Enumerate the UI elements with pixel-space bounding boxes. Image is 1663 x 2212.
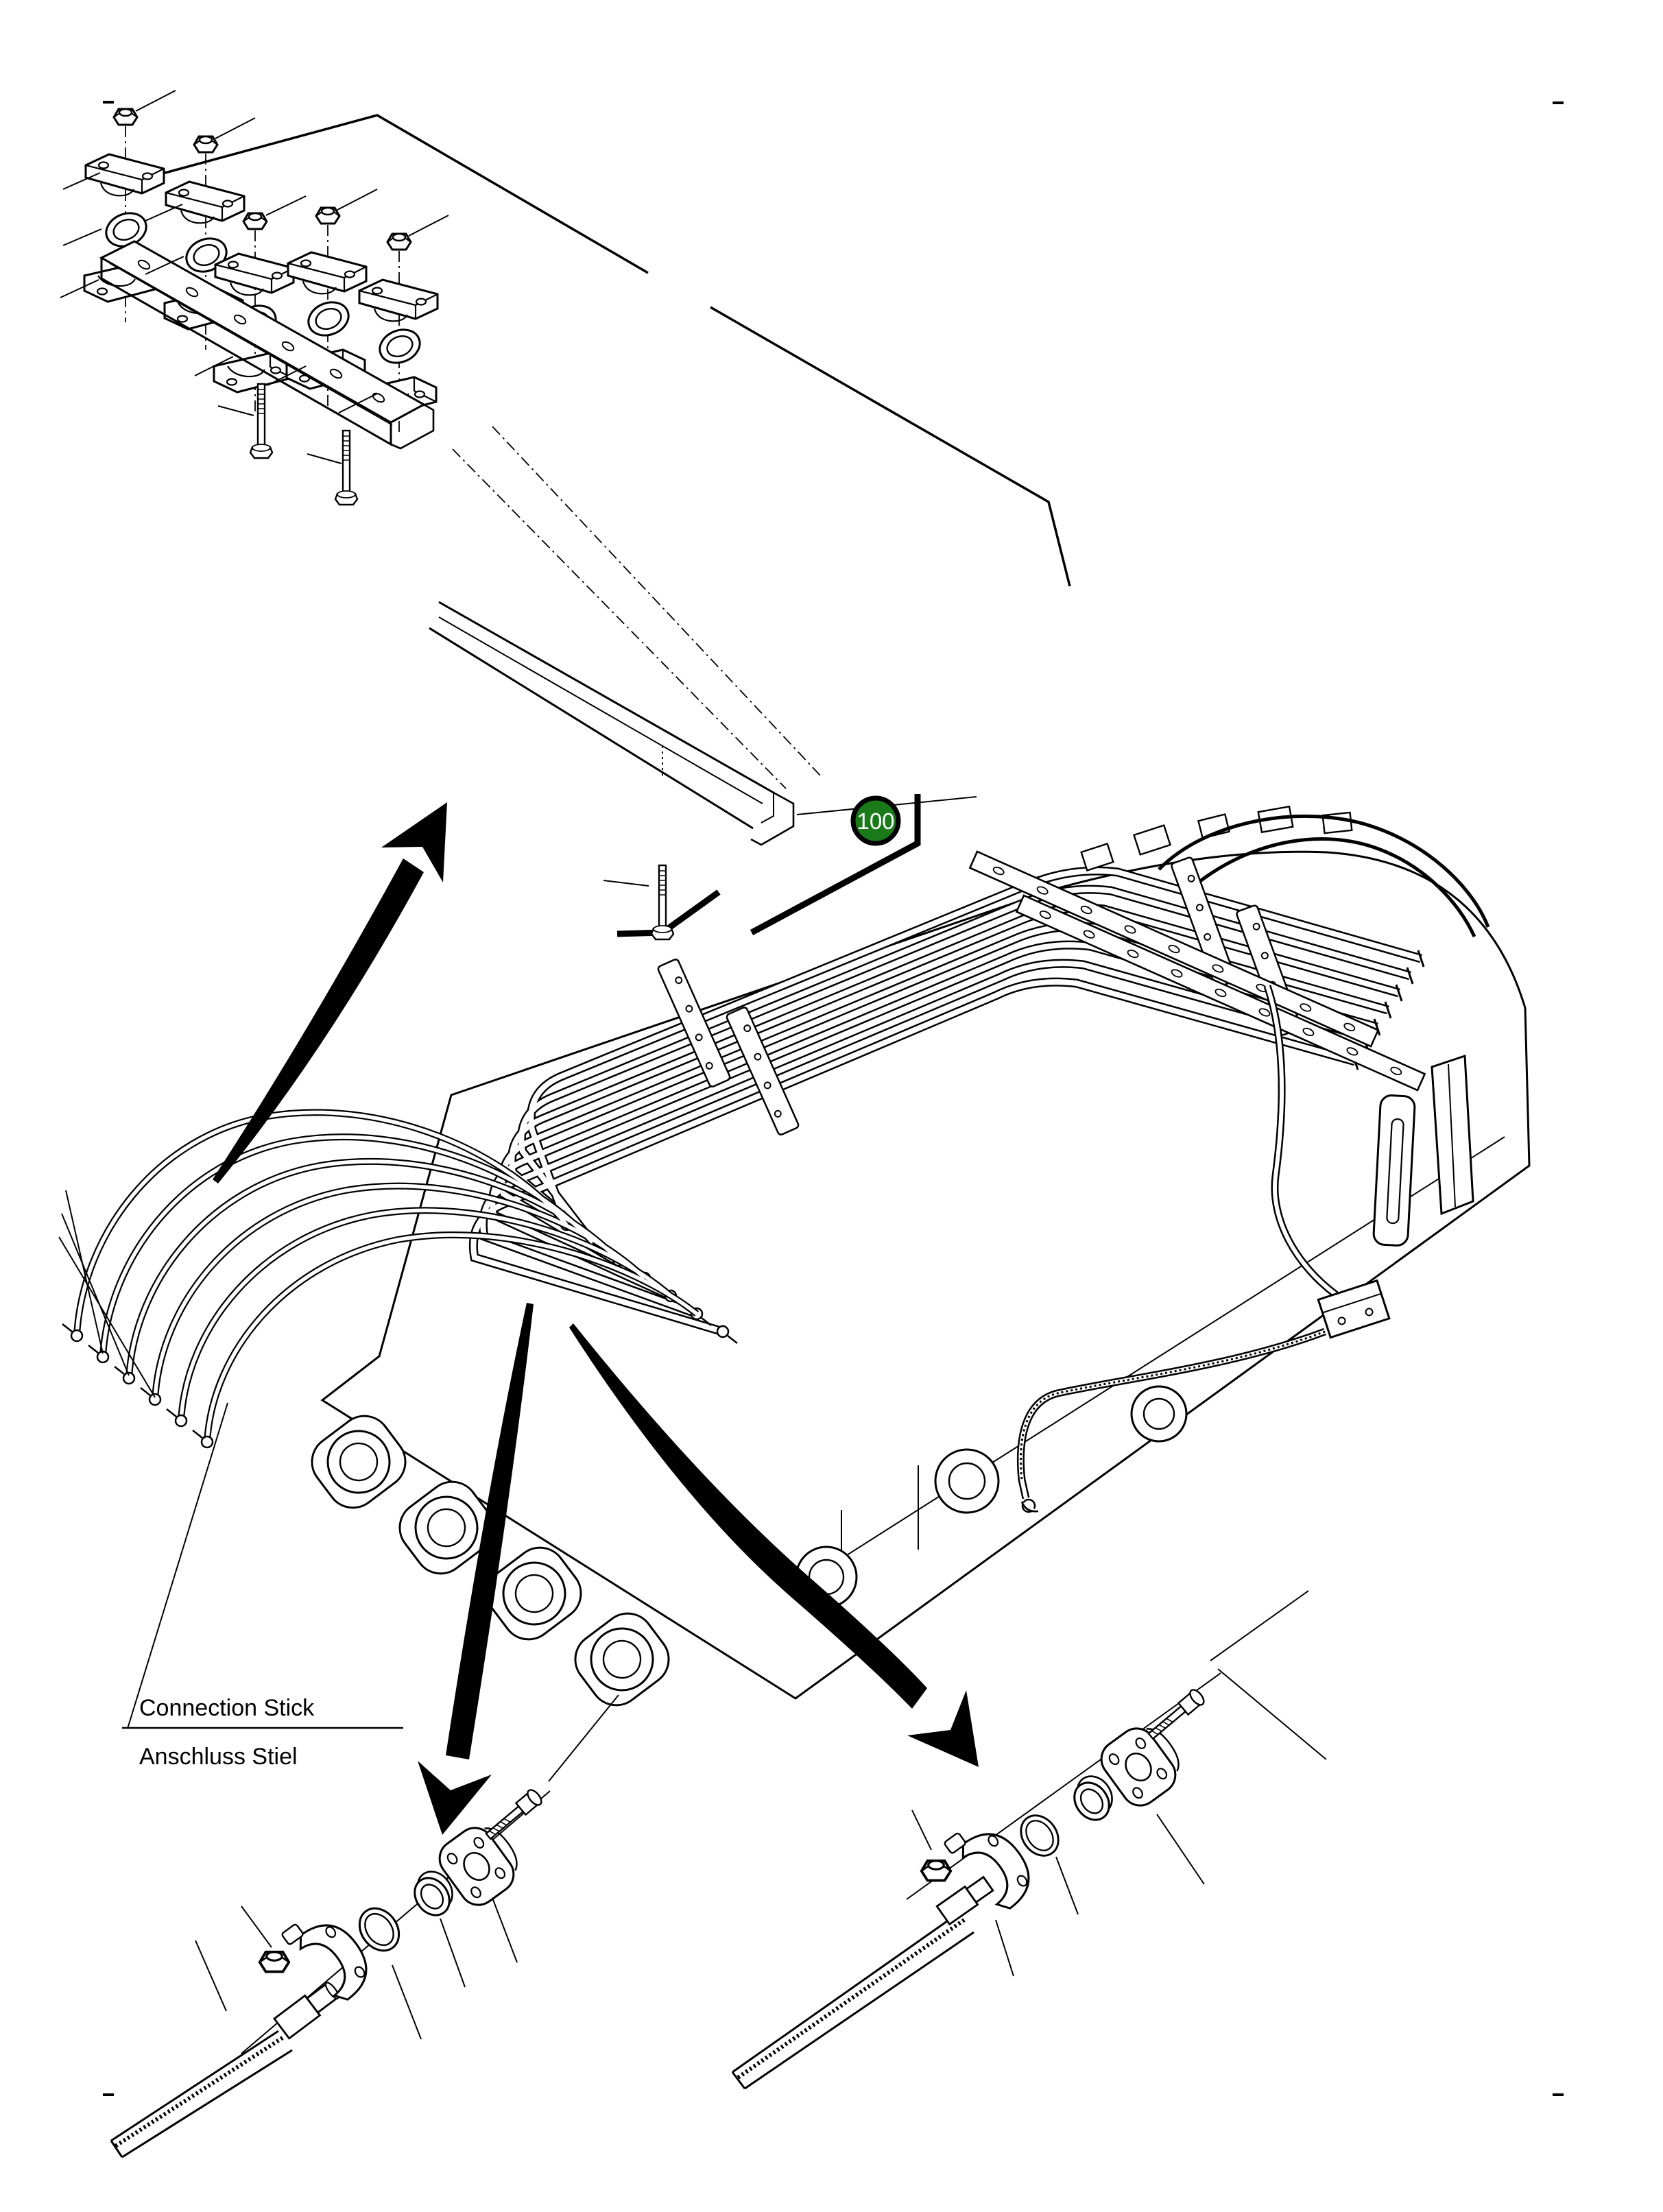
badge-circle[interactable]	[850, 795, 901, 846]
crest-fittings	[1080, 805, 1353, 872]
rail-bolt	[650, 864, 675, 941]
flange-nut	[258, 1950, 291, 1973]
stick-label-block: Connection Stick Anschluss Stiel	[122, 1402, 403, 1770]
label-leader-line	[127, 1402, 228, 1729]
right-hose-assembly	[1016, 985, 1474, 1513]
arrow-to-left-flange-detail-icon	[418, 1303, 534, 1835]
flange-detail-right	[731, 1590, 1327, 2090]
side-fin	[1431, 1054, 1474, 1216]
clamp-kit-detail	[60, 90, 977, 941]
badge-number: 100	[857, 808, 894, 834]
rail-channel-cover	[429, 601, 795, 846]
label-anschluss-stiel: Anschluss Stiel	[139, 1744, 298, 1770]
flange-nut	[920, 1859, 953, 1882]
detail-badge-100[interactable]: 100	[850, 795, 901, 846]
callout-bracket-right	[750, 794, 921, 935]
hose-end-fitting	[1020, 1498, 1039, 1513]
hose-coupling	[935, 1875, 994, 1926]
stick-bosses	[795, 1385, 1188, 1609]
detail-frame	[147, 114, 1071, 587]
rail-bolt	[249, 383, 274, 459]
rail-bolt	[334, 429, 359, 506]
hose-junction-block	[1317, 1279, 1391, 1339]
arrow-to-clamp-detail-icon	[213, 802, 447, 1183]
braided-hose	[731, 1912, 974, 2090]
upper-hose-bends	[1158, 815, 1490, 938]
label-connection-stick: Connection Stick	[139, 1695, 315, 1721]
perforated-clamp-strips	[968, 850, 1426, 1092]
flange-bolt	[481, 1786, 545, 1844]
hose-leader-lines	[58, 1190, 156, 1398]
flange-detail-left	[110, 1694, 619, 2159]
braided-hose	[110, 2030, 293, 2159]
flange-bolt	[1144, 1686, 1208, 1744]
leader-lines	[911, 1590, 1327, 1977]
mounting-rail	[99, 240, 435, 450]
hose-coupling	[273, 1982, 339, 2040]
hanging-slot-bracket	[1372, 1094, 1416, 1247]
hose-bundle-left	[58, 1109, 699, 1449]
arrow-to-right-flange-detail-icon	[569, 1323, 979, 1767]
leader-lines	[195, 1694, 619, 2040]
corner-marks	[103, 101, 1564, 2096]
